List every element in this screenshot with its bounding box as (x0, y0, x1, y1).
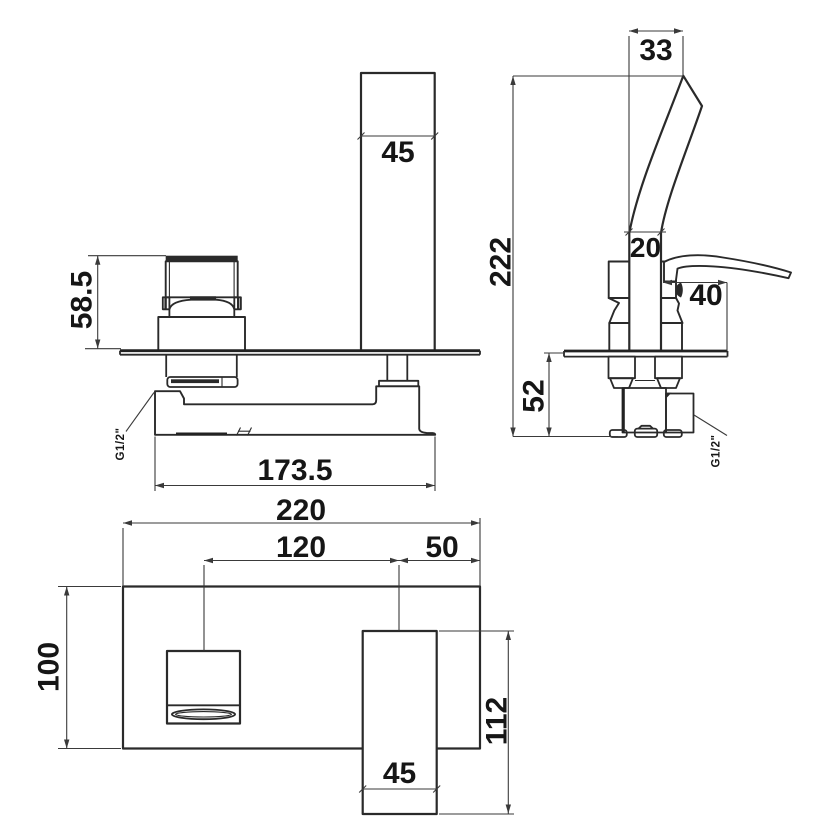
dim-side-spout-top-width: 33 (639, 34, 672, 67)
front-break-marks (236, 427, 252, 436)
front-spout-outline (359, 71, 436, 352)
side-feet (608, 424, 683, 438)
side-lever (663, 254, 792, 283)
front-handle-seal (190, 296, 216, 300)
dim-plan-plate-height: 100 (33, 642, 66, 692)
plan-spout (361, 629, 438, 816)
dim-side-handle-projection: 40 (689, 279, 722, 312)
plan-view (121, 585, 482, 816)
front-handle-base (157, 316, 246, 352)
dimension-labels: 45 58.5 173.5 G1/2" 33 222 20 40 52 G1/2… (33, 34, 723, 790)
dim-plan-spout-to-edge: 50 (425, 531, 458, 564)
front-cartridge (166, 376, 239, 388)
front-handle-ear-left (161, 296, 171, 311)
front-view (119, 71, 481, 436)
dim-front-body-width: 173.5 (257, 454, 332, 487)
side-elbow (665, 392, 695, 434)
front-handle-dome (168, 298, 236, 317)
front-manifold (154, 385, 437, 436)
dim-side-spout-depth: 20 (630, 232, 661, 263)
front-handle-cap (165, 255, 238, 262)
dim-plan-plate-width: 220 (276, 494, 326, 527)
front-handle-body (164, 260, 239, 299)
side-nut-left (609, 377, 634, 389)
side-view (563, 74, 792, 438)
dim-side-overall-height: 222 (485, 237, 518, 287)
dim-plan-spout-projection: 112 (481, 697, 514, 745)
side-shank-left (607, 355, 636, 380)
front-handle-ear-right (233, 296, 242, 311)
plan-handle-slot-inner (174, 711, 233, 718)
dim-plan-handle-to-spout: 120 (276, 531, 326, 564)
dim-side-depth-below: 52 (518, 379, 551, 412)
dim-side-thread: G1/2" (711, 435, 723, 468)
front-thread-leader (125, 392, 155, 432)
side-shank-right (654, 355, 683, 380)
dimension-lines (58, 28, 728, 815)
dim-plan-spout-width: 45 (383, 757, 416, 790)
dim-front-thread: G1/2" (115, 428, 127, 461)
side-thread-leader (693, 414, 728, 436)
dim-front-handle-height: 58.5 (66, 271, 99, 329)
side-nut-right (656, 377, 681, 389)
plan-handle-slot-outer (170, 708, 236, 721)
side-lever-pivot (675, 282, 683, 298)
dim-front-spout-width: 45 (381, 136, 414, 169)
